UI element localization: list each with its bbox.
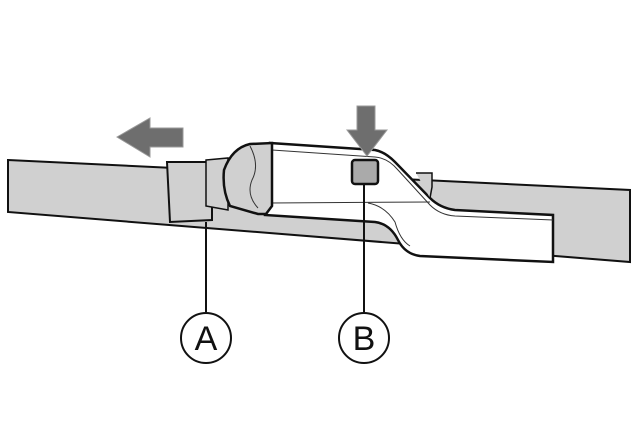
clip-side-tab (416, 172, 433, 199)
callout-a-label: A (195, 320, 218, 358)
left-arrow-icon (116, 117, 184, 158)
collar-tab (205, 157, 229, 211)
cap-edge-line (249, 145, 259, 209)
callout-b-label: B (353, 320, 376, 358)
release-button (350, 158, 380, 186)
callout-b: B (338, 312, 390, 364)
callout-a: A (180, 312, 232, 364)
clip-inner-line-lower (269, 201, 431, 247)
clip-end-cap (222, 141, 274, 216)
clip-inner-line (271, 149, 554, 221)
down-arrow-icon (345, 105, 389, 157)
